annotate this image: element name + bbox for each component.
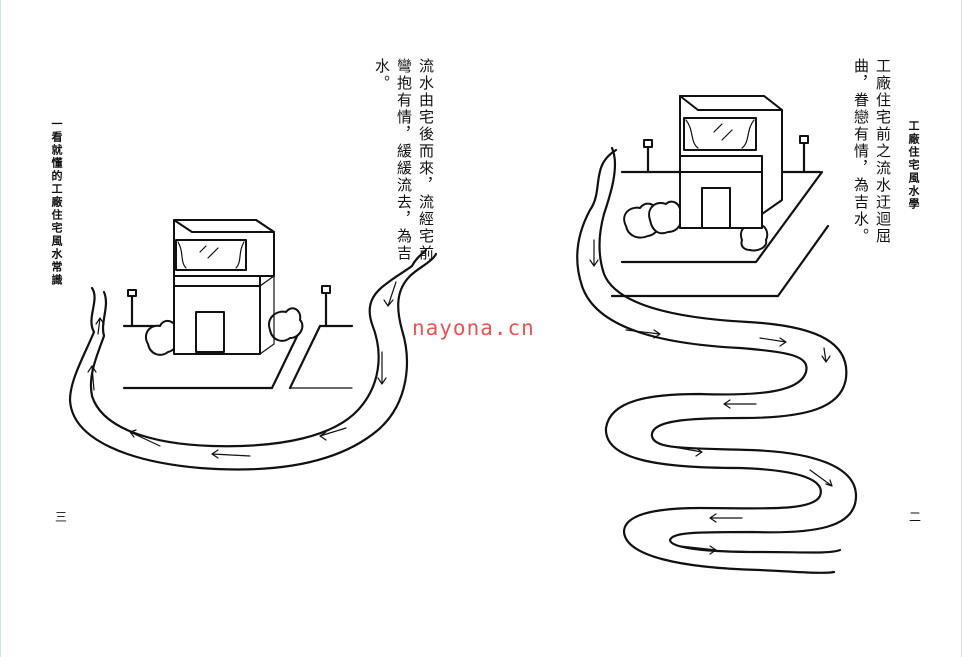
left-building-curtain [177, 241, 245, 269]
left-river-illustration [68, 219, 438, 471]
left-river-flow-arrow [95, 317, 105, 335]
right-building-parapet [679, 155, 763, 173]
watermark: nayona.cn [412, 316, 535, 340]
left-building-door [195, 311, 225, 353]
running-header-left: 一看就懂的工廠住宅風水常識 [50, 118, 63, 287]
right-road-edge [610, 224, 830, 298]
right-river-right-bank [598, 146, 858, 554]
caption-left-col2: 彎抱有情，緩緩流去，為吉 [395, 58, 413, 262]
left-river-inner-bank [89, 248, 428, 448]
right-lamp-head [799, 135, 809, 144]
right-river-flow-arrow [809, 469, 833, 487]
running-header-right: 工廠住宅風水學 [907, 120, 920, 211]
page-edge-left [0, 0, 1, 657]
left-building-side [259, 275, 275, 355]
right-lamp-head [643, 139, 653, 148]
left-lamp-head [321, 285, 331, 294]
left-river-flow-arrow [211, 449, 251, 459]
caption-left-col3: 水。 [373, 58, 391, 92]
right-river-flow-arrow [625, 329, 661, 339]
right-river-flow-arrow [821, 347, 831, 363]
right-building-door [701, 187, 731, 229]
left-road-edge [288, 324, 354, 390]
right-building-curtain [685, 119, 755, 149]
left-lamp-head [127, 289, 137, 297]
right-building-roofline [679, 95, 783, 111]
right-river-flow-arrow [589, 239, 599, 267]
left-building-roofline [173, 219, 275, 233]
left-bush [268, 307, 304, 342]
right-river-flow-arrow [759, 337, 787, 347]
page-number-left: 三 [55, 510, 68, 524]
left-building-window-glare [199, 245, 219, 259]
right-building-window-glare [713, 123, 733, 141]
left-ground-front-edge [122, 324, 304, 390]
left-river-flow-arrow [87, 365, 97, 391]
right-river-flow-arrow [723, 399, 757, 409]
right-river-illustration [576, 95, 858, 574]
left-river-flow-arrow [129, 429, 161, 447]
left-river-flow-arrow [319, 427, 347, 441]
right-river-flow-arrow [679, 545, 717, 555]
right-river-left-bank [576, 148, 836, 574]
left-river-flow-arrow [383, 281, 397, 307]
caption-right-col1: 工廠住宅前之流水迂迴屈 [874, 58, 892, 245]
right-river-flow-arrow [709, 513, 743, 523]
right-ground-front-edge [620, 170, 824, 264]
right-river-flow-arrow [667, 445, 703, 457]
page-number-right: 二 [909, 510, 922, 524]
right-building-window [683, 117, 757, 151]
right-bush [648, 200, 683, 235]
caption-right-col2: 曲，眷戀有情，為吉水。 [852, 58, 870, 245]
left-river-flow-arrow [377, 351, 387, 385]
left-river-outer-bank [68, 252, 438, 471]
caption-left-col1: 流水由宅後而來，流經宅前 [417, 58, 435, 262]
